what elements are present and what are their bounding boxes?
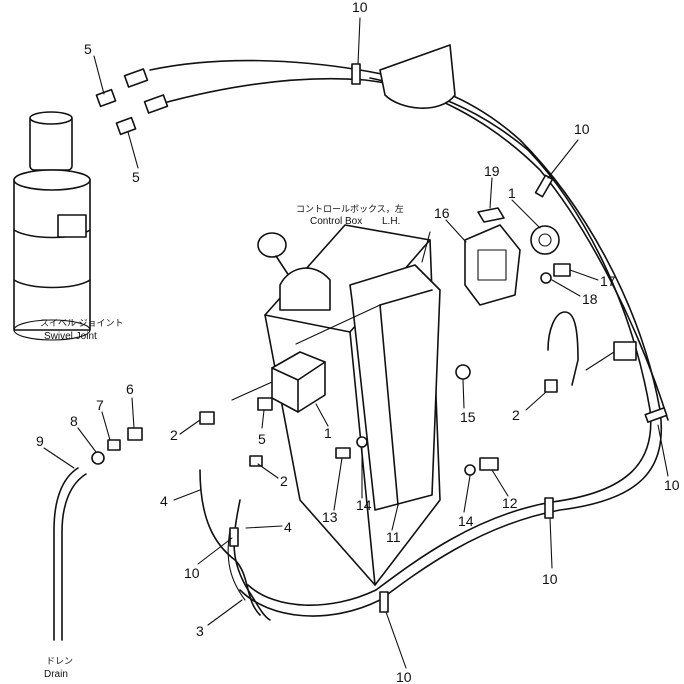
callout: 1 (324, 425, 332, 441)
bracket-11 (349, 264, 441, 511)
callout: 18 (582, 291, 598, 307)
callout: 14 (356, 497, 372, 513)
callout: 5 (132, 169, 140, 185)
callout: 4 (284, 519, 292, 535)
callout: 13 (322, 509, 338, 525)
swivel-joint (13, 111, 91, 341)
callout: 2 (170, 427, 178, 443)
callout: 14 (458, 513, 474, 529)
knob-1 (530, 225, 560, 255)
control-box-label-en: Control Box (310, 216, 362, 227)
bolt-17 (553, 263, 571, 277)
part-labels: コントロールボックス，左 Control Box L.H. スイベル ジョイント… (40, 203, 404, 680)
control-box-label-jp: コントロールボックス，左 (296, 203, 404, 214)
drain-label-en: Drain (44, 669, 68, 680)
callout: 12 (502, 495, 518, 511)
drain-hose-inner (61, 473, 87, 641)
callout: 2 (280, 473, 288, 489)
callout: 10 (352, 0, 368, 15)
callout: 2 (512, 407, 520, 423)
part-15 (455, 364, 471, 380)
leader-lines (43, 17, 669, 669)
hose-mount-bracket (379, 44, 456, 109)
callout: 8 (70, 413, 78, 429)
callout: 4 (160, 493, 168, 509)
callout: 19 (484, 163, 500, 179)
bolt-12 (479, 457, 499, 471)
swivel-label-jp: スイベル ジョイント (40, 318, 124, 328)
callout: 10 (184, 565, 200, 581)
lh-label: L.H. (382, 216, 400, 227)
fitting-2-right (544, 379, 558, 393)
fitting-8 (91, 451, 105, 465)
fitting-5-upper (95, 68, 149, 108)
callout: 10 (396, 669, 412, 684)
drain-hose (53, 467, 79, 641)
washer-18 (540, 272, 552, 284)
fitting-6 (127, 427, 143, 441)
fitting-2-a (199, 411, 215, 425)
hose-bands (229, 63, 668, 613)
callout: 5 (84, 41, 92, 57)
bolt-13 (335, 447, 351, 459)
callout: 17 (600, 273, 616, 289)
callout: 5 (258, 431, 266, 447)
callout-numbers: 10 5 5 10 19 1 16 17 18 2 6 7 8 9 2 5 1 … (36, 0, 680, 684)
callout: 16 (434, 205, 450, 221)
callout: 9 (36, 433, 44, 449)
callout: 10 (574, 121, 590, 137)
callout: 15 (460, 409, 476, 425)
callout: 10 (542, 571, 558, 587)
washer-14-left (356, 436, 368, 448)
callout: 6 (126, 381, 134, 397)
cover-16 (464, 224, 521, 306)
drain-label-jp: ドレン (46, 656, 73, 666)
right-short-hose (547, 311, 579, 386)
plate-19 (477, 207, 505, 223)
fitting-5-box (257, 397, 273, 411)
callout: 3 (196, 623, 204, 639)
fitting-7 (107, 439, 121, 451)
washer-14-right (464, 464, 476, 476)
fitting-2-b (249, 455, 263, 467)
callout: 1 (508, 185, 516, 201)
fitting-5-lower (115, 94, 169, 136)
callout: 11 (386, 529, 401, 545)
callout: 10 (664, 477, 680, 493)
callout: 7 (96, 397, 104, 413)
clamp (613, 341, 637, 361)
swivel-label-en: Swivel Joint (44, 331, 97, 342)
